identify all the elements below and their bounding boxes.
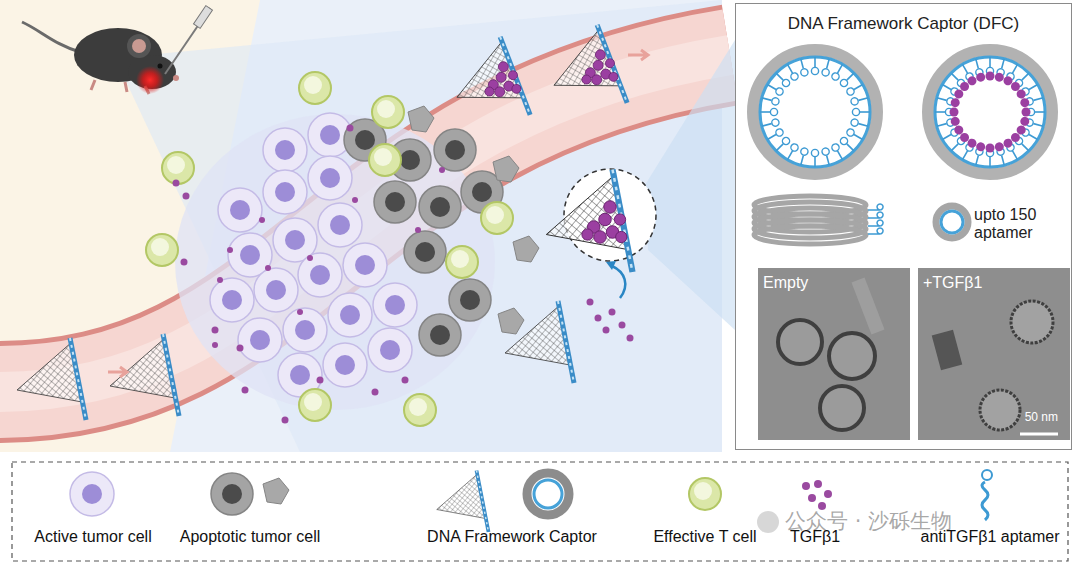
legend-text: Active tumor cell [0, 528, 193, 546]
tem-image-panel: Empty [758, 268, 910, 440]
tem-image-panel: +TGFβ1 50 nm [918, 268, 1070, 440]
legend-text: antiTGFβ1 aptamer [890, 528, 1080, 546]
capacity-note: upto 150 aptamer [974, 206, 1066, 243]
legend-text: TGFβ1 [715, 528, 915, 546]
image-label: +TGFβ1 [923, 274, 982, 292]
legend-text: DNA Framework Captor [412, 528, 612, 546]
image-label: Empty [763, 274, 808, 292]
panel-heading: DNA Framework Captor (DFC) [736, 14, 1071, 34]
legend-text: Effective T cell [605, 528, 805, 546]
legend-text: Apoptotic tumor cell [150, 528, 350, 546]
scale-bar-label: 50 nm [1025, 411, 1058, 425]
